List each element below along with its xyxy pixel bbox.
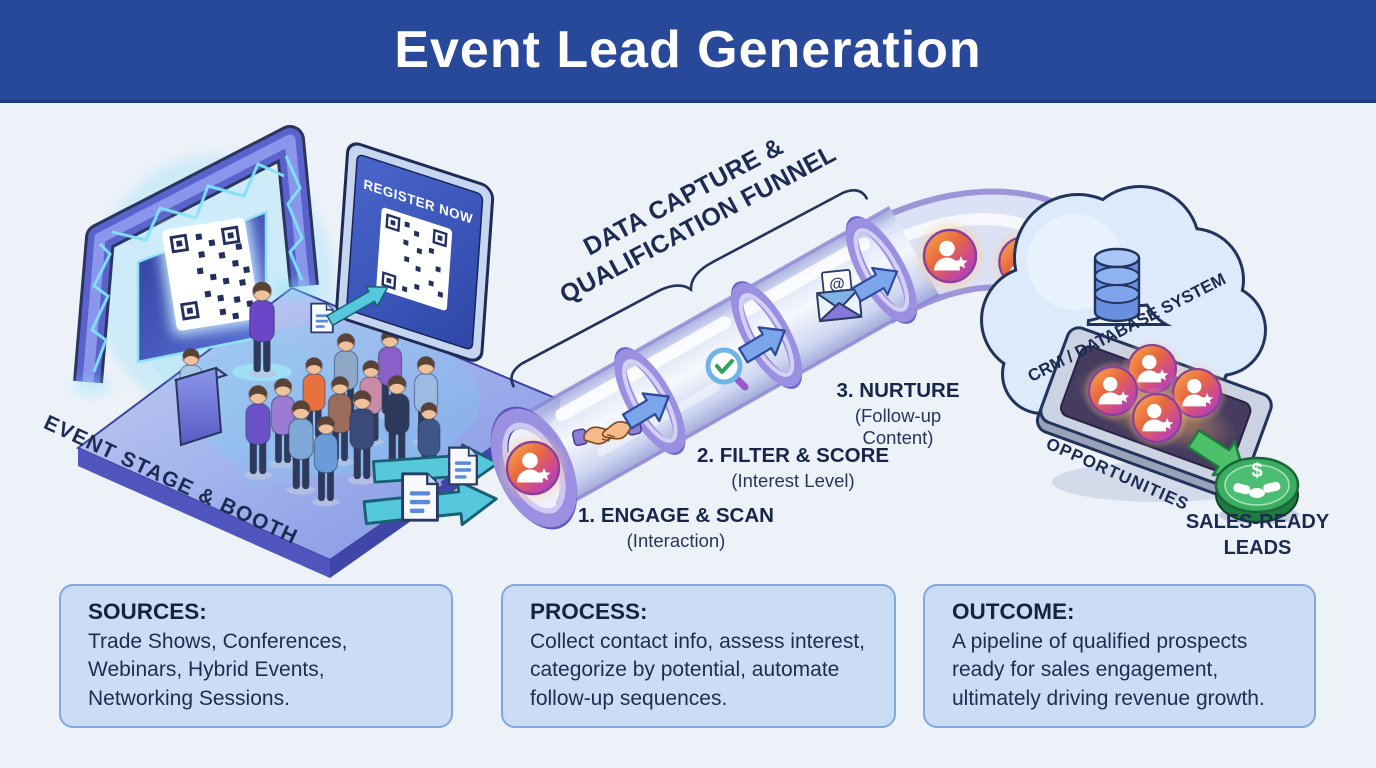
step-subtitle: (Interest Level) xyxy=(731,470,855,491)
sales-coin: $ xyxy=(1214,456,1300,524)
sales-ready-label: SALES-READY LEADS xyxy=(1185,511,1330,559)
sources-card: SOURCES: Trade Shows, Conferences, Webin… xyxy=(59,584,453,728)
database-icon xyxy=(1093,247,1141,323)
step-title: 1. ENGAGE & SCAN xyxy=(578,504,774,527)
step-title: 2. FILTER & SCORE xyxy=(696,444,890,467)
outcome-card: OUTCOME: A pipeline of qualified prospec… xyxy=(923,584,1316,728)
card-body: A pipeline of qualified prospects ready … xyxy=(952,630,1265,710)
funnel-step-2: 2. FILTER & SCORE (Interest Level) xyxy=(668,444,918,492)
step-title: 3. NURTURE xyxy=(836,379,960,402)
qualify-icon xyxy=(705,347,749,391)
truss-frame xyxy=(72,125,319,394)
lead-avatar xyxy=(1131,392,1183,444)
page-title: Event Lead Generation xyxy=(394,21,982,79)
step-subtitle: (Interaction) xyxy=(626,530,726,551)
lead-avatar xyxy=(505,440,561,496)
funnel-entrance xyxy=(490,406,578,530)
process-card: PROCESS: Collect contact info, assess in… xyxy=(501,584,896,728)
header-banner: Event Lead Generation xyxy=(0,0,1376,103)
document-icon xyxy=(448,446,478,486)
document-icon xyxy=(401,472,439,522)
handshake-icon xyxy=(571,417,643,447)
card-title: OUTCOME: xyxy=(952,599,1075,624)
email-icon: @ xyxy=(815,269,863,323)
at-symbol: @ xyxy=(828,275,845,294)
funnel-step-1: 1. ENGAGE & SCAN (Interaction) xyxy=(556,504,796,552)
funnel-bracket xyxy=(510,189,868,388)
step-subtitle: (Follow-up Content) xyxy=(854,405,942,448)
qr-code-small xyxy=(376,207,453,311)
lead-avatar xyxy=(922,228,978,284)
card-title: PROCESS: xyxy=(530,599,648,624)
stage-screen xyxy=(136,210,268,364)
funnel-step-3: 3. NURTURE (Follow-up Content) xyxy=(828,379,968,449)
card-body: Trade Shows, Conferences, Webinars, Hybr… xyxy=(88,630,348,710)
stage-illustration: REGISTER NOW xyxy=(72,125,563,578)
podium xyxy=(173,366,229,447)
card-body: Collect contact info, assess interest, c… xyxy=(530,630,865,710)
dollar-symbol: $ xyxy=(1251,460,1262,482)
card-title: SOURCES: xyxy=(88,599,207,624)
qr-code-large xyxy=(156,212,265,336)
